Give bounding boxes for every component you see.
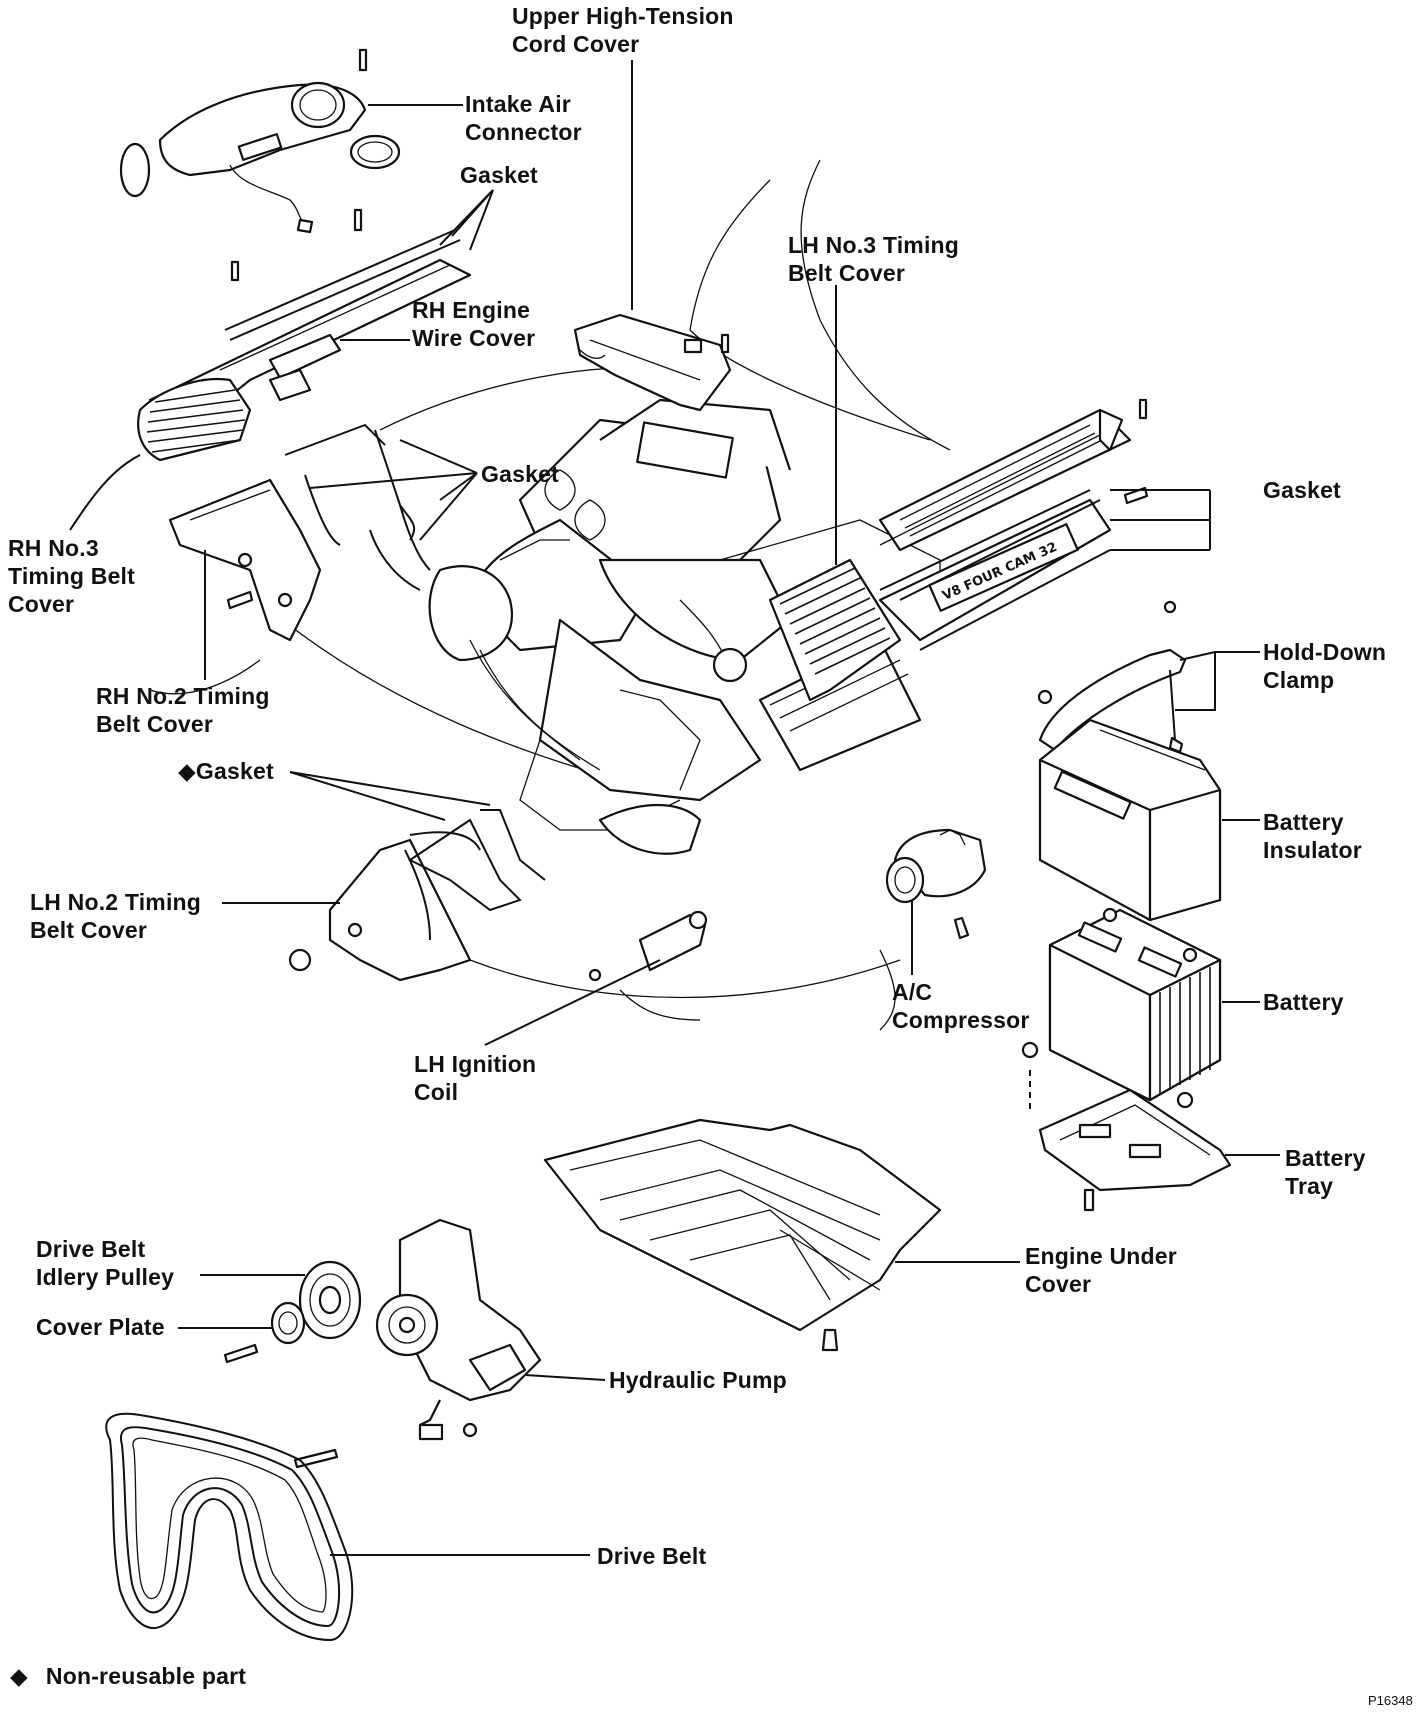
cover-plate (270, 1301, 306, 1345)
drive-belt-idler-pulley (298, 1260, 362, 1340)
label-gasket-right: Gasket (1263, 477, 1341, 503)
figure-code: P16348 (1368, 1693, 1413, 1708)
ac-compressor (885, 828, 987, 940)
label-gasket-mid: Gasket (481, 461, 559, 487)
label-gasket-top: Gasket (460, 162, 538, 188)
lh-upper-wire-cover (878, 408, 1132, 552)
bolts-misc (223, 48, 1149, 1469)
gasket-set-center (284, 423, 431, 591)
lh-no2-timing-belt-cover (288, 831, 481, 982)
intake-air-connector (119, 81, 401, 234)
lh-no3-timing-belt-cover (768, 558, 902, 702)
label-drive-belt: Drive Belt (597, 1543, 707, 1569)
label-battery: Battery (1263, 989, 1344, 1015)
legend-text: Non-reusable part (45, 1663, 247, 1689)
battery (1048, 907, 1222, 1102)
engine-block (428, 398, 941, 855)
engine-under-cover (543, 1118, 942, 1352)
hold-down-clamp (1037, 600, 1187, 754)
gasket-nonreusable (408, 809, 546, 912)
lh-ignition-coil (588, 910, 708, 982)
rh-no2-timing-belt-cover (168, 478, 322, 642)
battery-insulator (1038, 718, 1222, 922)
leader-lines (69, 60, 1280, 1556)
gasket-strips-right (879, 489, 1111, 651)
label-cover-plate: Cover Plate (36, 1314, 165, 1340)
battery-tray (1021, 1041, 1232, 1212)
hydraulic-pump (375, 1218, 542, 1441)
label-gasket-nonreusable: ◆Gasket (178, 758, 274, 784)
legend: ◆ Non-reusable part (10, 1662, 246, 1690)
rh-no3-timing-belt-cover (137, 378, 252, 462)
label-hydraulic-pump: Hydraulic Pump (609, 1367, 787, 1393)
upper-high-tension-cord-cover (573, 313, 732, 412)
drive-belt (105, 1412, 354, 1642)
legend-symbol: ◆ (10, 1663, 28, 1689)
